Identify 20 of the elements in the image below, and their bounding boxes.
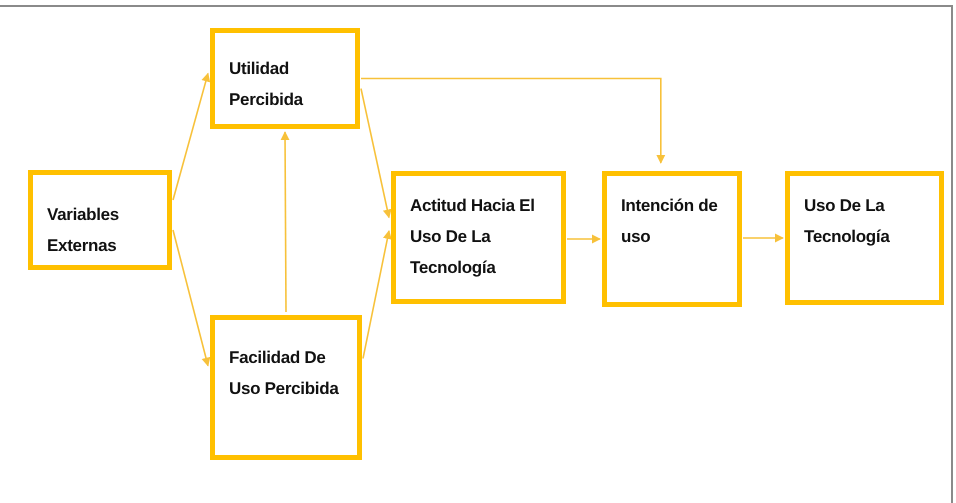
arrow <box>362 230 392 359</box>
process-box <box>210 28 360 129</box>
arrow <box>360 88 392 218</box>
process-box <box>210 315 362 460</box>
process-box <box>602 171 742 307</box>
arrow <box>361 78 666 164</box>
box-label: Actitud Hacia El Uso De La Tecnología <box>410 195 536 279</box>
arrow <box>743 234 784 242</box>
box-label: Utilidad Percibida <box>229 58 304 111</box>
box-label: Facilidad De Uso Percibida <box>229 347 340 400</box>
arrow <box>280 131 290 312</box>
process-box <box>785 171 944 305</box>
arrow <box>172 72 210 200</box>
arrow <box>567 234 601 244</box>
process-box <box>28 170 172 270</box>
box-label: Intención de uso <box>621 195 719 248</box>
arrow <box>172 230 210 367</box>
box-label: Uso De La Tecnología <box>804 195 891 248</box>
box-label: Variables Externas <box>47 204 120 257</box>
process-box <box>391 171 566 304</box>
